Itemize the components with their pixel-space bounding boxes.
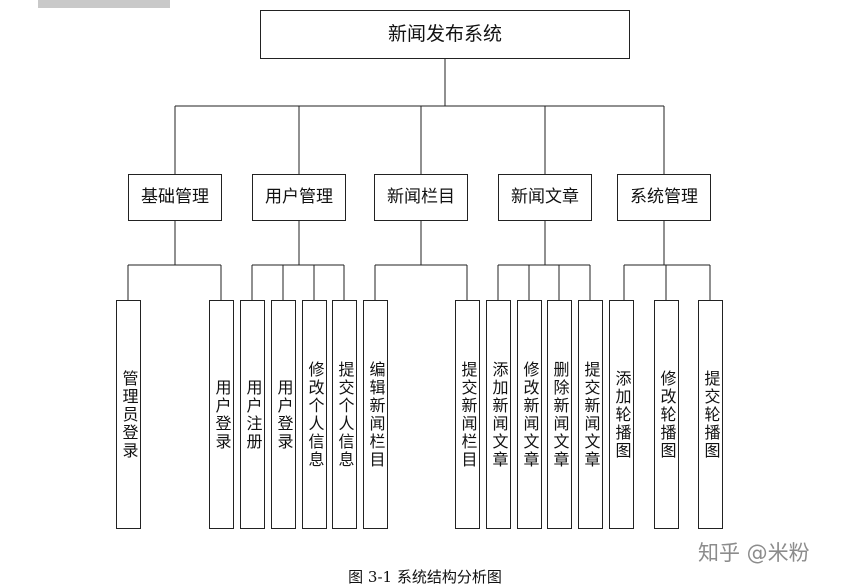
leaf-node-submit-carousel: 提交轮播图 — [698, 300, 723, 529]
leaf-node-label: 修改个人信息 — [305, 360, 325, 469]
leaf-node-submit-column: 提交新闻栏目 — [455, 300, 480, 529]
root-node-label: 新闻发布系统 — [387, 23, 502, 45]
root-node: 新闻发布系统 — [260, 10, 630, 59]
leaf-node-label: 提交轮播图 — [701, 369, 721, 460]
leaf-node-label: 用户登录 — [212, 378, 232, 451]
group-node-label: 基础管理 — [141, 187, 209, 207]
group-node-label: 新闻文章 — [511, 187, 579, 207]
leaf-node-user-login: 用户登录 — [209, 300, 234, 529]
leaf-node-admin-login: 管理员登录 — [116, 300, 141, 529]
leaf-node-submit-profile: 提交个人信息 — [332, 300, 357, 529]
group-node-label: 系统管理 — [630, 187, 698, 207]
group-node-label: 用户管理 — [265, 187, 333, 207]
watermark: 知乎 @米粉 — [698, 541, 810, 565]
top-gray-bar — [38, 0, 170, 8]
leaf-node-edit-profile: 修改个人信息 — [302, 300, 327, 529]
leaf-node-add-article: 添加新闻文章 — [486, 300, 511, 529]
leaf-node-label: 修改新闻文章 — [520, 360, 540, 469]
leaf-node-label: 提交个人信息 — [335, 360, 355, 469]
group-node-user-management: 用户管理 — [252, 174, 346, 221]
leaf-node-label: 添加新闻文章 — [489, 360, 509, 469]
leaf-node-label: 编辑新闻栏目 — [366, 360, 386, 469]
leaf-node-edit-article: 修改新闻文章 — [517, 300, 542, 529]
leaf-node-label: 添加轮播图 — [612, 369, 632, 460]
leaf-node-label: 用户注册 — [243, 378, 263, 451]
leaf-node-label: 删除新闻文章 — [550, 360, 570, 469]
group-node-news-column: 新闻栏目 — [374, 174, 468, 221]
leaf-node-user-login: 用户登录 — [271, 300, 296, 529]
leaf-node-delete-article: 删除新闻文章 — [547, 300, 572, 529]
leaf-node-add-carousel: 添加轮播图 — [609, 300, 634, 529]
figure-caption: 图 3-1 系统结构分析图 — [348, 568, 502, 586]
group-node-news-article: 新闻文章 — [498, 174, 592, 221]
leaf-node-edit-carousel: 修改轮播图 — [654, 300, 679, 529]
leaf-node-submit-article: 提交新闻文章 — [578, 300, 603, 529]
leaf-node-edit-column: 编辑新闻栏目 — [363, 300, 388, 529]
group-node-label: 新闻栏目 — [387, 187, 455, 207]
leaf-node-label: 提交新闻栏目 — [458, 360, 478, 469]
leaf-node-label: 提交新闻文章 — [581, 360, 601, 469]
leaf-node-label: 修改轮播图 — [657, 369, 677, 460]
leaf-node-label: 管理员登录 — [119, 369, 139, 460]
group-node-system-management: 系统管理 — [617, 174, 711, 221]
leaf-node-user-register: 用户注册 — [240, 300, 265, 529]
group-node-basic-management: 基础管理 — [128, 174, 222, 221]
leaf-node-label: 用户登录 — [274, 378, 294, 451]
